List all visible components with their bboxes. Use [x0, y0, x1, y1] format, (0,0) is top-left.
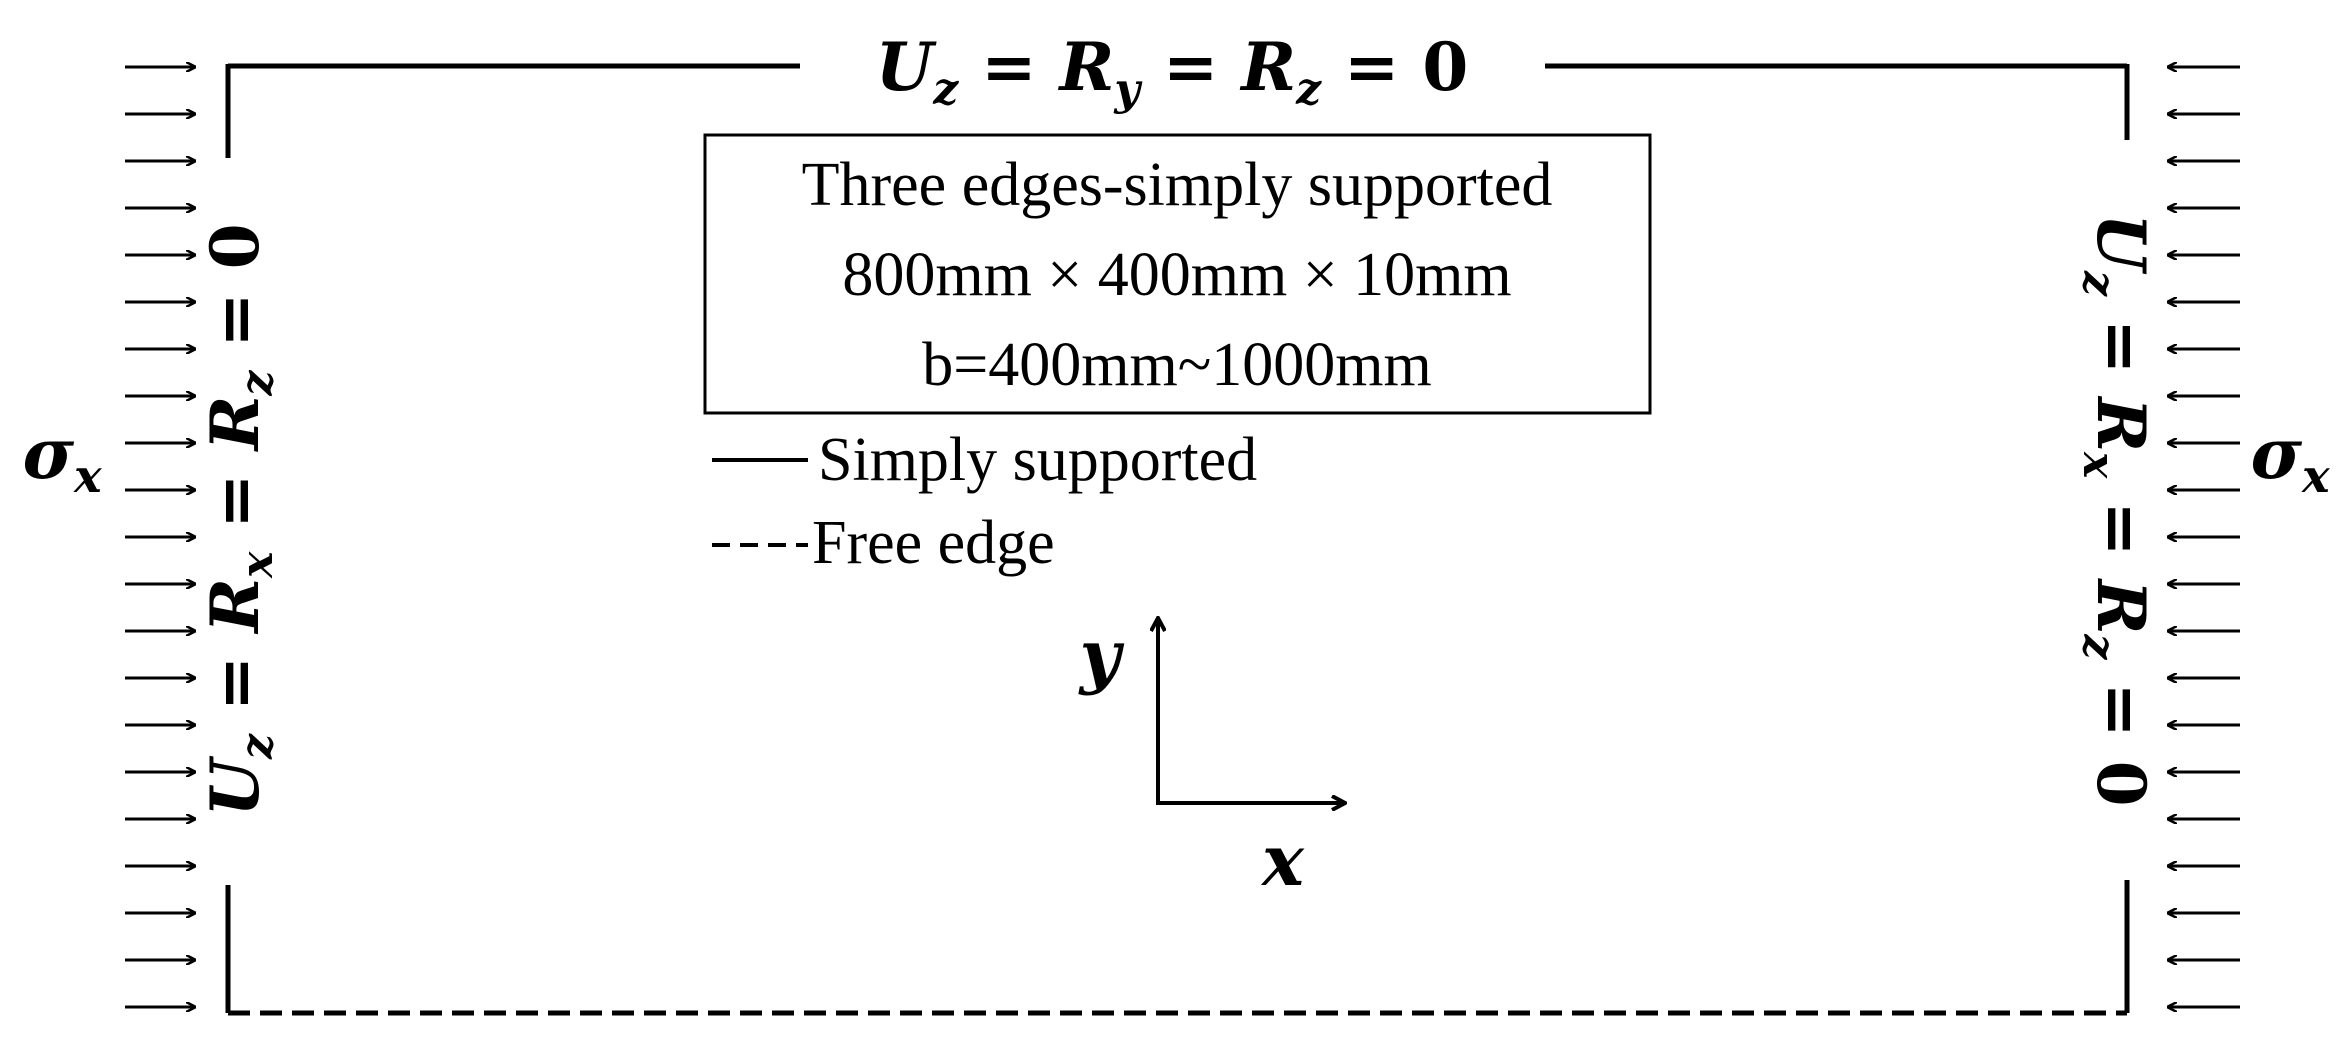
left-load-arrows	[125, 67, 195, 1007]
left-boundary-label: Uz = Rx = Rz = 0	[196, 223, 283, 816]
info-box	[703, 133, 1652, 415]
y-axis-label: y	[1078, 614, 1125, 697]
left-load-label: σx	[22, 412, 102, 503]
right-boundary-label: Uz = Rx = Rz = 0	[2073, 213, 2160, 806]
coordinate-axes: y x	[1078, 614, 1345, 902]
info-line-3: b=400mm~1000mm	[922, 331, 1431, 399]
right-load-label: σx	[2250, 412, 2330, 503]
info-line-1: Three edges-simply supported	[802, 151, 1553, 219]
legend-solid-label: Simply supported	[818, 426, 1257, 494]
plate-edges	[225, 63, 2130, 1016]
right-load-arrows	[2168, 67, 2240, 1007]
top-boundary-label: Uz = Ry = Rz = 0	[876, 28, 1469, 115]
x-axis-label: x	[1260, 819, 1305, 902]
info-line-2: 800mm × 400mm × 10mm	[842, 241, 1511, 309]
legend-dashed-label: Free edge	[812, 509, 1055, 577]
